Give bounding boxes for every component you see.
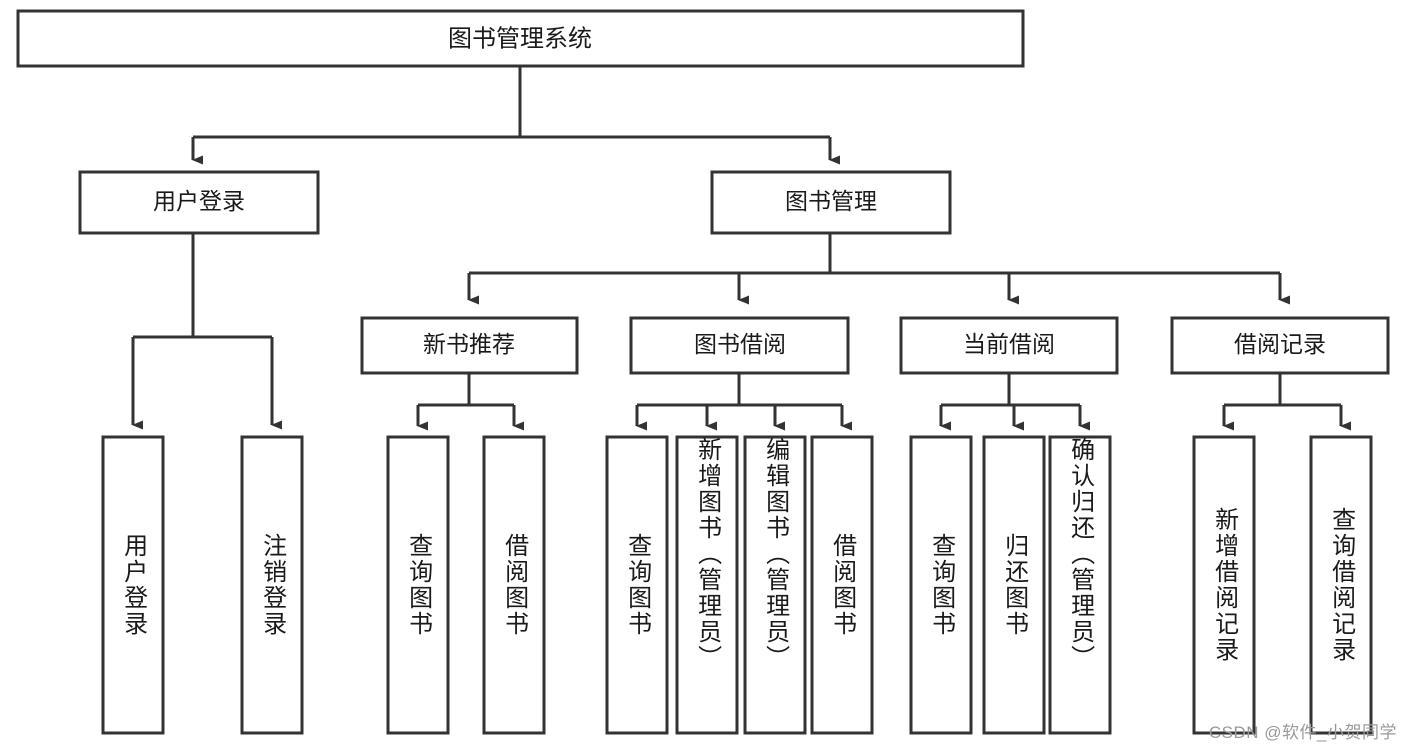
node-root[interactable]: 图书管理系统 <box>16 9 1025 68</box>
node-current-borrow[interactable]: 当前借阅 <box>899 316 1119 375</box>
node-borrow-record[interactable]: 借阅记录 <box>1170 316 1390 375</box>
leaf-box-new-book-0[interactable] <box>386 435 450 735</box>
leaf-box-book-borrow-2[interactable] <box>743 435 807 735</box>
leaf-boxes-new-book-recommend <box>386 435 546 735</box>
watermark: CSDN @软件_小贺同学 <box>1208 723 1397 742</box>
node-book-manage-label: 图书管理 <box>785 188 877 214</box>
node-book-borrow[interactable]: 图书借阅 <box>629 316 850 375</box>
leaf-boxes-current-borrow <box>909 435 1112 735</box>
leaf-boxes-user-login <box>101 435 304 735</box>
leaf-box-user-login-1[interactable] <box>240 435 304 735</box>
connector-book-borrow-to-leaves <box>635 373 852 431</box>
node-borrow-record-label: 借阅记录 <box>1234 331 1326 357</box>
leaf-boxes-borrow-record <box>1192 435 1373 735</box>
connector-root-to-level2 <box>191 66 840 165</box>
connector-new-book-to-leaves <box>416 373 524 431</box>
node-current-borrow-label: 当前借阅 <box>963 331 1055 357</box>
node-book-manage[interactable]: 图书管理 <box>710 170 952 235</box>
leaf-box-book-borrow-3[interactable] <box>810 435 874 735</box>
connector-current-borrow-to-leaves <box>939 373 1090 431</box>
leaf-boxes-book-borrow <box>605 435 874 735</box>
node-user-login-label: 用户登录 <box>153 188 245 214</box>
leaf-box-borrow-record-0[interactable] <box>1192 435 1256 735</box>
connector-borrow-record-to-leaves <box>1222 373 1351 431</box>
leaf-box-book-borrow-1[interactable] <box>675 435 739 735</box>
leaf-box-borrow-record-1[interactable] <box>1309 435 1373 735</box>
leaf-box-current-borrow-1[interactable] <box>982 435 1046 735</box>
connector-user-login-to-leaves <box>131 233 282 430</box>
node-new-book-recommend-label: 新书推荐 <box>423 331 515 357</box>
node-new-book-recommend[interactable]: 新书推荐 <box>360 316 579 375</box>
node-book-borrow-label: 图书借阅 <box>694 331 786 357</box>
leaf-box-current-borrow-2[interactable] <box>1048 435 1112 735</box>
node-root-label: 图书管理系统 <box>448 25 592 52</box>
node-user-login[interactable]: 用户登录 <box>78 170 320 235</box>
leaf-box-user-login-0[interactable] <box>101 435 165 735</box>
connector-book-manage-to-level3 <box>467 233 1290 305</box>
leaf-box-new-book-1[interactable] <box>482 435 546 735</box>
leaf-box-current-borrow-0[interactable] <box>909 435 973 735</box>
leaf-box-book-borrow-0[interactable] <box>605 435 669 735</box>
